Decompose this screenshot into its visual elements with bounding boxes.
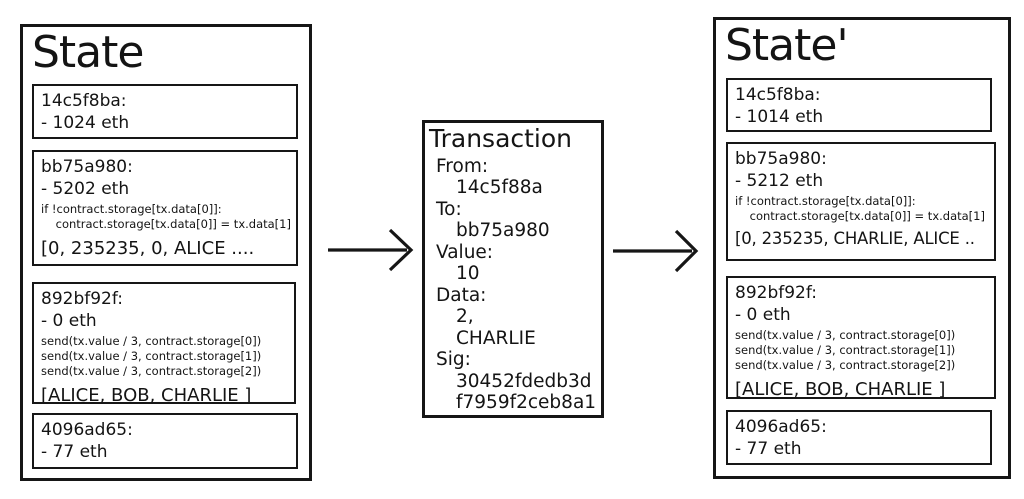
account-box: 892bf92f: - 0 eth send(tx.value / 3, con… <box>726 276 996 399</box>
account-address: 892bf92f: <box>735 283 817 303</box>
storage-line: [0, 235235, 0, ALICE .... <box>41 238 255 260</box>
account-balance: - 1014 eth <box>735 107 824 128</box>
state-before-panel: State 14c5f8ba: - 1024 eth bb75a980: - 5… <box>20 24 312 481</box>
tx-field-value: bb75a980 <box>456 220 550 242</box>
tx-field-value: 10 <box>456 263 480 285</box>
code-line: send(tx.value / 3, contract.storage[2]) <box>735 358 956 373</box>
tx-field-label: From: <box>436 155 489 177</box>
account-box: bb75a980: - 5202 eth if !contract.storag… <box>32 150 298 266</box>
account-balance: - 0 eth <box>41 311 97 332</box>
account-address: 14c5f8ba: <box>41 91 127 111</box>
code-line: contract.storage[tx.data[0]] = tx.data[1… <box>41 217 291 232</box>
account-box: 14c5f8ba: - 1014 eth <box>726 78 992 132</box>
account-address: bb75a980: <box>735 149 827 169</box>
account-box: 4096ad65: - 77 eth <box>32 413 298 469</box>
tx-field-label: Data: <box>436 284 487 306</box>
code-line: contract.storage[tx.data[0]] = tx.data[1… <box>735 209 985 224</box>
tx-field-label: To: <box>436 198 462 220</box>
state-after-title: State' <box>725 20 849 71</box>
state-after-panel: State' 14c5f8ba: - 1014 eth bb75a980: - … <box>713 17 1011 479</box>
state-before-title: State <box>32 27 144 78</box>
account-box: bb75a980: - 5212 eth if !contract.storag… <box>726 142 996 261</box>
tx-field-label: Sig: <box>436 349 471 371</box>
code-line: send(tx.value / 3, contract.storage[1]) <box>41 349 262 364</box>
transaction-panel: Transaction From: 14c5f88a To: bb75a980 … <box>422 120 604 418</box>
account-balance: - 0 eth <box>735 305 791 326</box>
tx-field-value: 14c5f88a <box>456 177 543 199</box>
account-balance: - 77 eth <box>41 442 108 463</box>
account-address: bb75a980: <box>41 157 133 177</box>
tx-field-value: f7959f2ceb8a1 <box>456 392 597 414</box>
tx-field-value: CHARLIE <box>456 327 536 349</box>
account-address: 4096ad65: <box>41 420 133 440</box>
account-address: 892bf92f: <box>41 289 123 309</box>
account-box: 4096ad65: - 77 eth <box>726 410 992 465</box>
arrow-right-icon <box>328 228 414 272</box>
transaction-title: Transaction <box>429 124 573 153</box>
tx-field-value: 30452fdedb3d <box>456 370 592 392</box>
account-box: 14c5f8ba: - 1024 eth <box>32 84 298 139</box>
code-line: send(tx.value / 3, contract.storage[2]) <box>41 364 262 379</box>
account-balance: - 1024 eth <box>41 113 130 134</box>
account-box: 892bf92f: - 0 eth send(tx.value / 3, con… <box>32 282 296 404</box>
storage-line: [0, 235235, CHARLIE, ALICE .. <box>735 229 975 249</box>
account-address: 14c5f8ba: <box>735 85 821 105</box>
code-line: send(tx.value / 3, contract.storage[0]) <box>735 327 956 342</box>
account-balance: - 77 eth <box>735 439 802 460</box>
tx-field-value: 2, <box>456 306 474 328</box>
account-balance: - 5212 eth <box>735 171 824 192</box>
arrow-right-icon <box>613 229 699 273</box>
account-balance: - 5202 eth <box>41 179 130 200</box>
code-line: send(tx.value / 3, contract.storage[1]) <box>735 343 956 358</box>
storage-line: [ALICE, BOB, CHARLIE ] <box>735 379 946 399</box>
code-line: if !contract.storage[tx.data[0]]: <box>735 193 916 208</box>
code-line: if !contract.storage[tx.data[0]]: <box>41 201 222 216</box>
account-address: 4096ad65: <box>735 417 827 437</box>
storage-line: [ALICE, BOB, CHARLIE ] <box>41 385 252 404</box>
tx-field-label: Value: <box>436 241 494 263</box>
code-line: send(tx.value / 3, contract.storage[0]) <box>41 333 262 348</box>
